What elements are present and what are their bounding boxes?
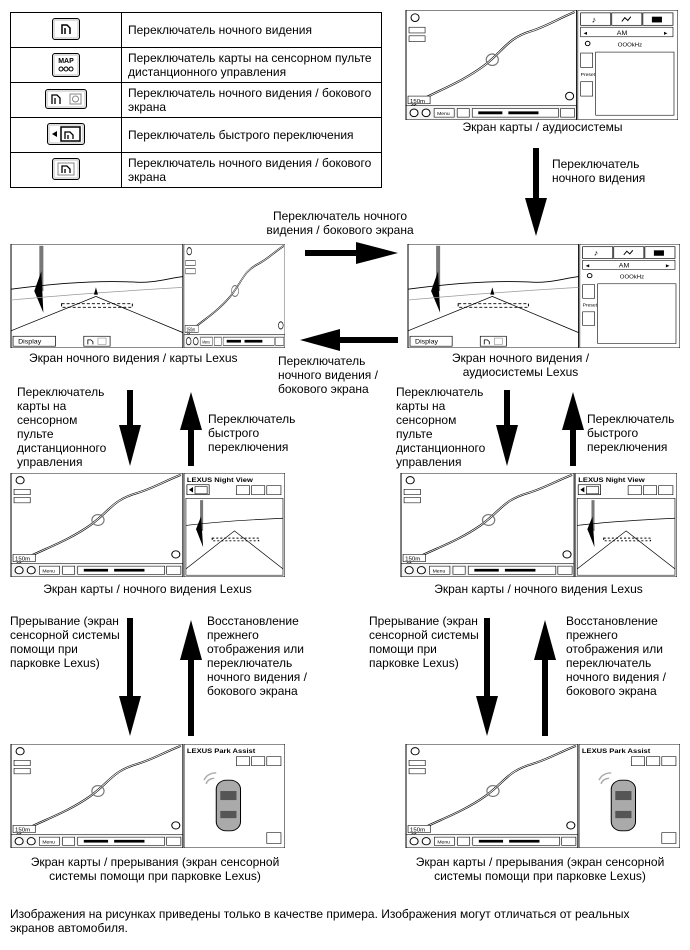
label-interrupt-left: Прерывание (экран сенсорной системы помо… [10, 614, 120, 670]
label-restore-left: Восстановление прежнего отображения или … [207, 614, 307, 698]
caption-nv-audio: Экран ночного видения / аудиосистемы Lex… [451, 351, 590, 379]
legend-icon-cell [10, 152, 122, 188]
legend-text: Переключатель карты на сенсорном пульте … [121, 47, 382, 83]
arrow-down-interrupt-left [119, 618, 141, 736]
label-nv-side-top: Переключатель ночного видения / бокового… [266, 209, 414, 237]
arrow-up-quick-left [180, 392, 202, 466]
caption-map-interrupt-left: Экран карты / прерывания (экран сенсорно… [30, 855, 280, 883]
arrow-down-map-remote-left [119, 390, 141, 466]
label-interrupt-right: Прерывание (экран сенсорной системы помо… [369, 614, 479, 670]
arrow-down-interrupt-right [476, 618, 498, 736]
label-quick-left: Переключатель быстрого переключения [208, 412, 296, 454]
legend-table: Переключатель ночного видения MAP Перекл… [10, 12, 382, 188]
legend-row: Переключатель ночного видения / бокового… [10, 82, 382, 118]
night-view-side-switch-icon [52, 158, 80, 180]
legend-row: MAP Переключатель карты на сенсорном пул… [10, 47, 382, 83]
legend-icon-cell: MAP [10, 47, 122, 83]
caption-map-audio: Экран карты / аудиосистемы [462, 120, 623, 134]
footnote: Изображения на рисунках приведены только… [10, 907, 630, 935]
legend-icon-cell [10, 117, 122, 153]
caption-nv-map: Экран ночного видения / карты Lexus [29, 351, 238, 365]
map-switch-icon-label: MAP [58, 58, 74, 65]
legend-icon-cell [10, 12, 122, 48]
legend-text: Переключатель ночного видения / бокового… [121, 152, 382, 188]
arrow-left-nv-side [300, 329, 398, 351]
night-view-switch-icon [52, 18, 80, 40]
label-quick-right: Переключатель быстрого переключения [587, 412, 675, 454]
caption-map-interrupt-right: Экран карты / прерывания (экран сенсорно… [415, 855, 665, 883]
arrow-down-night-view [525, 148, 547, 236]
label-nv-side-mid: Переключатель ночного видения / бокового… [278, 354, 378, 396]
arrow-up-restore-right [534, 620, 556, 736]
legend-row: Переключатель ночного видения / бокового… [10, 152, 382, 188]
arrow-down-map-remote-right [496, 390, 518, 466]
arrow-up-quick-right [562, 392, 584, 466]
quick-switch-icon [47, 123, 85, 145]
caption-map-nv-right: Экран карты / ночного видения Lexus [434, 582, 643, 596]
label-map-remote-right: Переключатель карты на сенсорном пульте … [396, 385, 486, 469]
legend-text: Переключатель ночного видения / бокового… [121, 82, 382, 118]
map-switch-icon: MAP [52, 53, 80, 77]
arrow-up-restore-left [180, 620, 202, 736]
night-view-side-switch-icon [45, 89, 87, 109]
caption-map-nv-left: Экран карты / ночного видения Lexus [43, 582, 252, 596]
label-night-view-switch: Переключатель ночного видения [552, 157, 646, 185]
arrow-right-nv-side [305, 242, 398, 264]
legend-icon-cell [10, 82, 122, 118]
label-map-remote-left: Переключатель карты на сенсорном пульте … [17, 385, 107, 469]
label-restore-right: Восстановление прежнего отображения или … [566, 614, 666, 698]
